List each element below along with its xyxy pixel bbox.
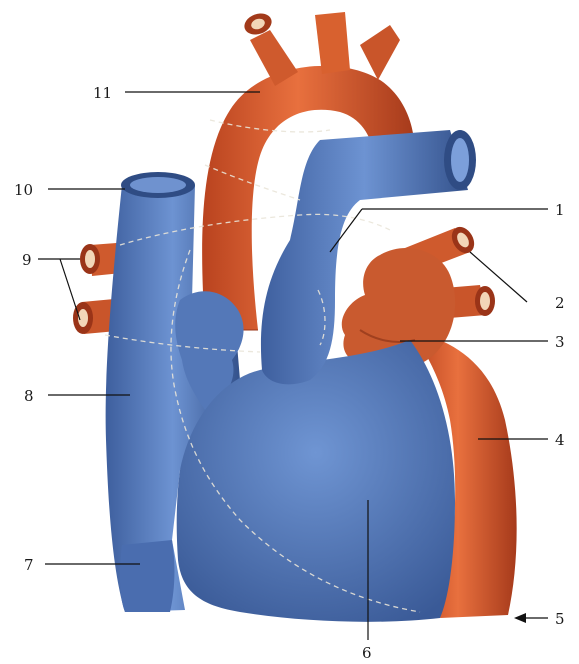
label-7: 7 bbox=[24, 556, 34, 574]
arrow-5-head bbox=[514, 613, 526, 623]
label-8: 8 bbox=[24, 387, 34, 405]
label-6: 6 bbox=[362, 644, 372, 662]
label-9: 9 bbox=[22, 251, 32, 269]
label-2: 2 bbox=[555, 294, 565, 312]
label-4: 4 bbox=[555, 431, 565, 449]
label-11: 11 bbox=[93, 84, 112, 102]
label-10: 10 bbox=[14, 181, 33, 199]
label-3: 3 bbox=[555, 333, 565, 351]
label-1: 1 bbox=[555, 201, 565, 219]
label-5: 5 bbox=[555, 610, 565, 628]
